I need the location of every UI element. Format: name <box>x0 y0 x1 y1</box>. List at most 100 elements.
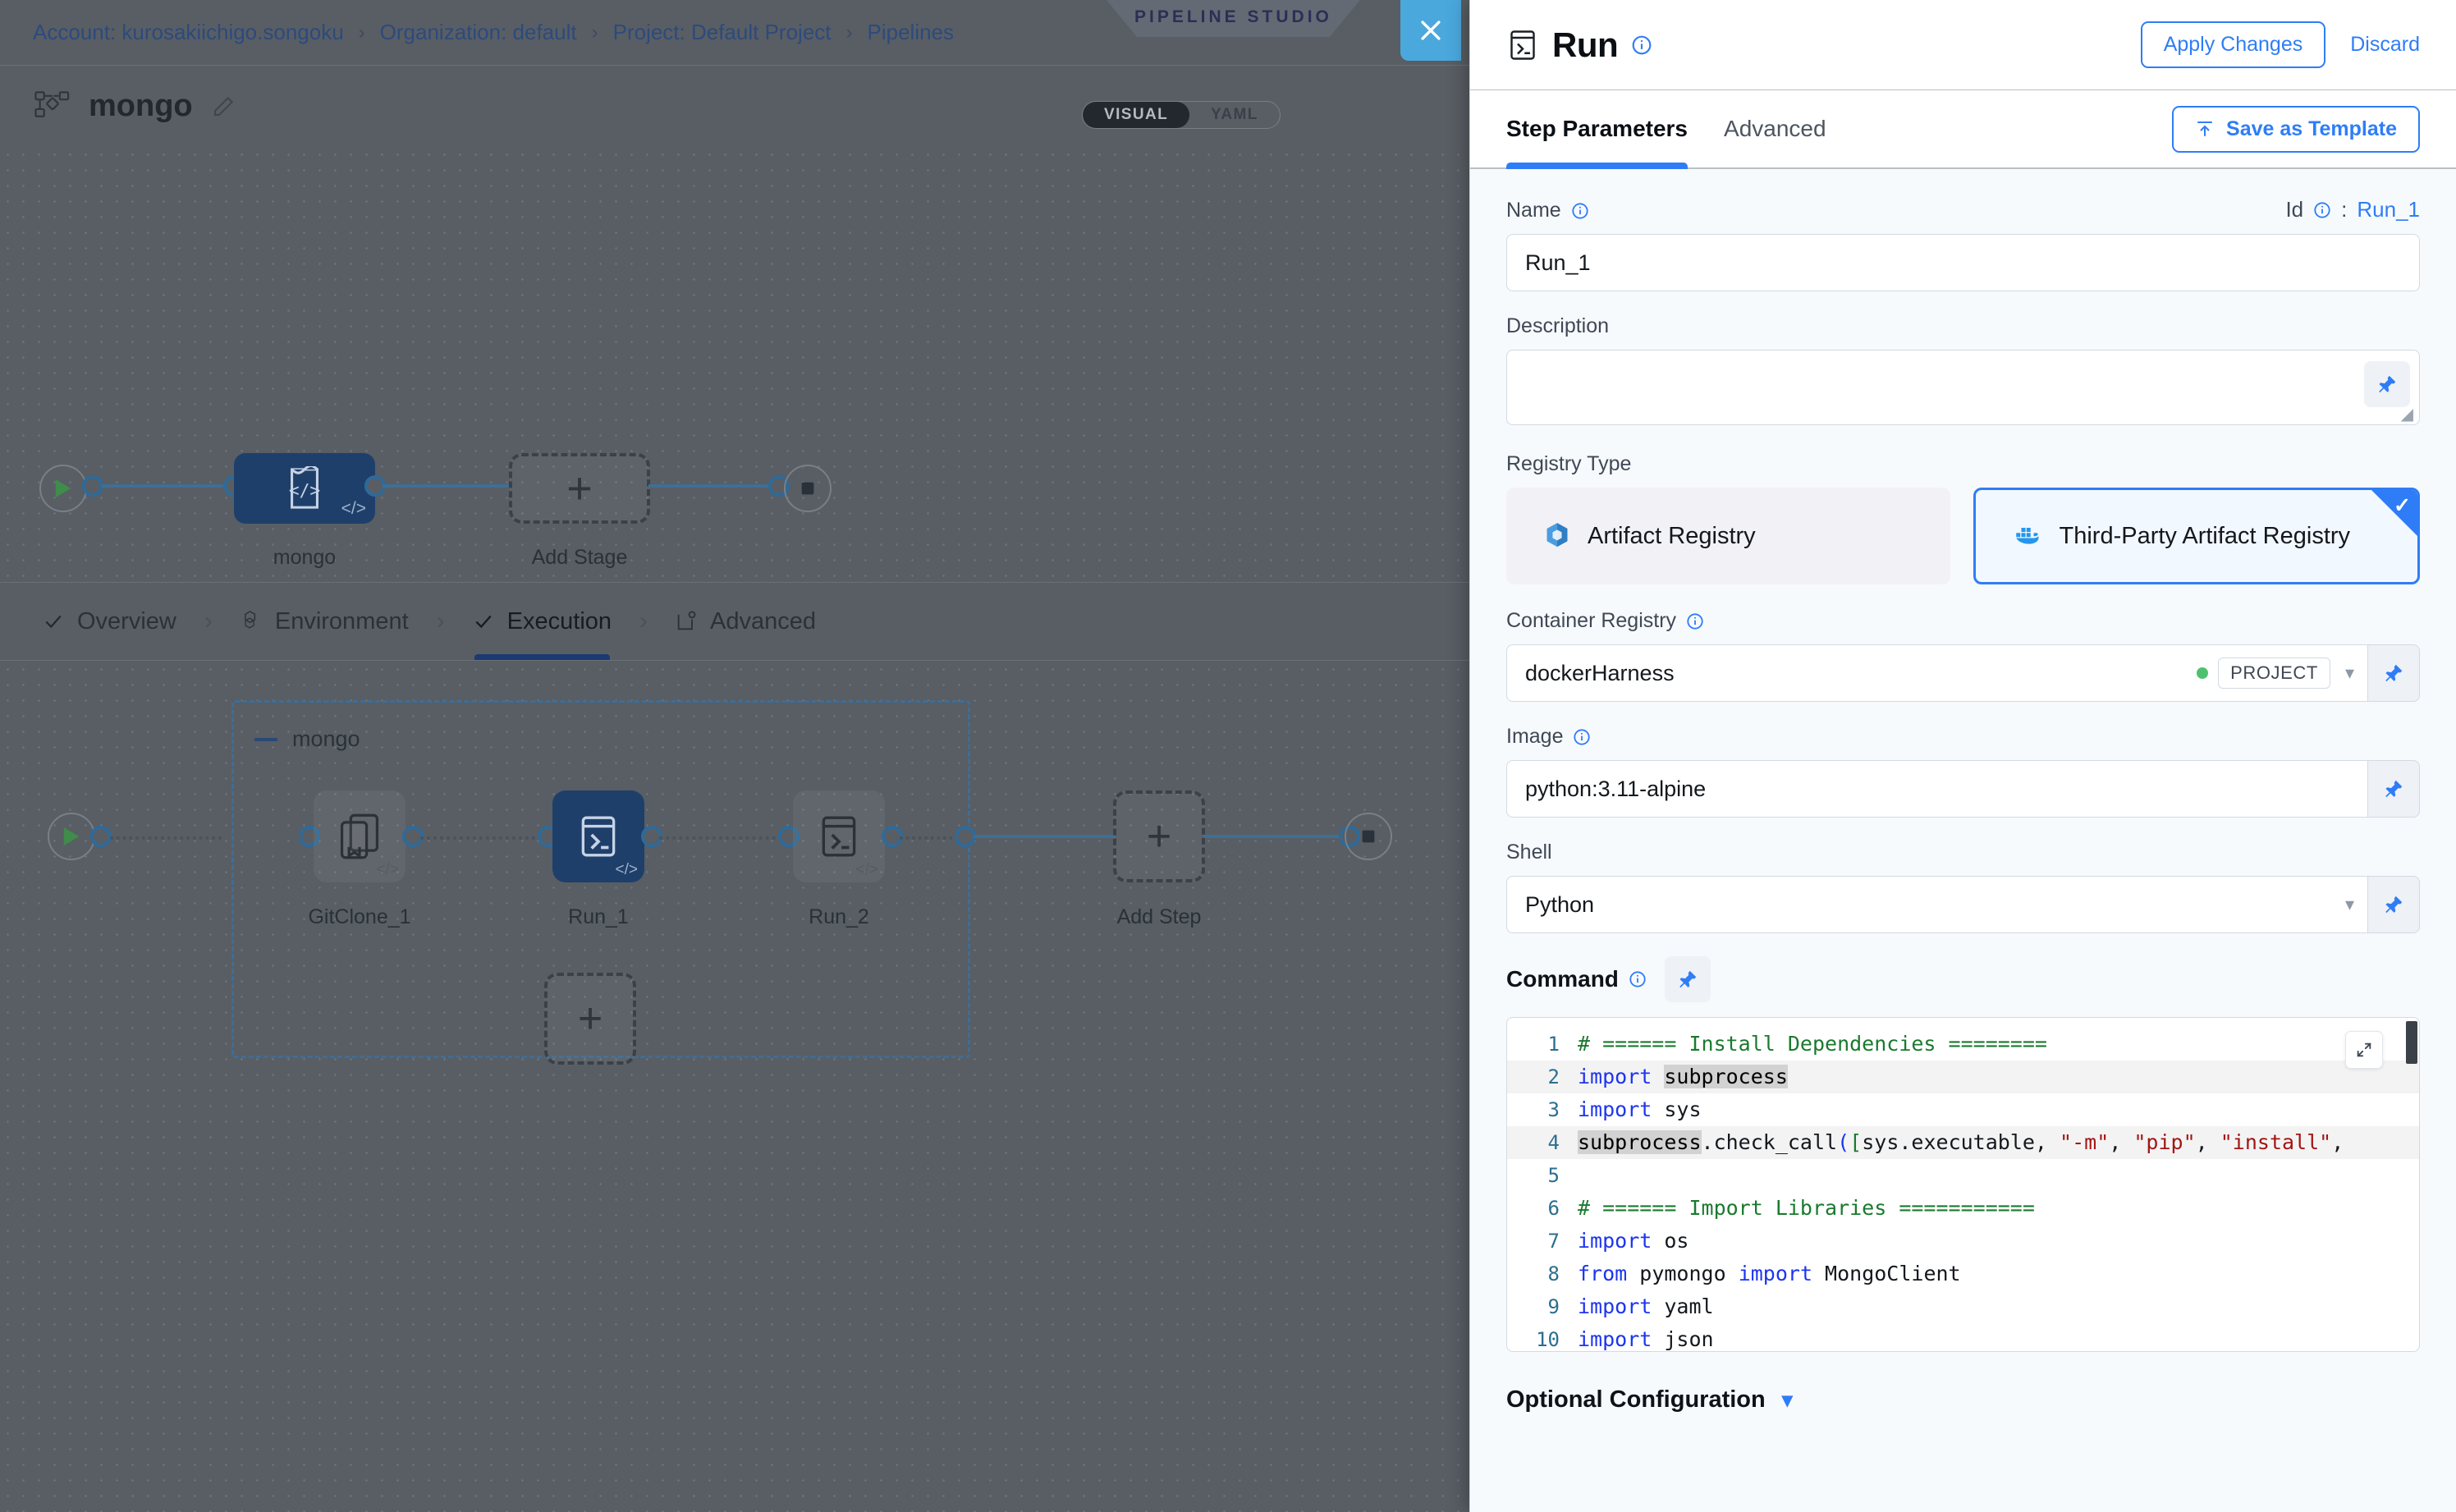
info-icon[interactable] <box>1631 34 1652 56</box>
stage-group-label[interactable]: mongo <box>254 726 360 752</box>
code-line[interactable]: 9 import yaml <box>1507 1290 2419 1323</box>
step-config-tabs[interactable]: Overview › Environment › Execution › <box>0 582 1469 661</box>
execution-start-node[interactable] <box>48 813 95 860</box>
step-node-gitclone-1[interactable]: </> <box>314 790 406 882</box>
tab-overview[interactable]: Overview <box>43 583 176 660</box>
line-number: 4 <box>1547 1131 1560 1154</box>
expand-icon[interactable] <box>2345 1031 2383 1069</box>
id-value: Run_1 <box>2357 197 2420 222</box>
info-icon[interactable] <box>1573 728 1591 746</box>
tab-separator: › <box>639 607 648 635</box>
panel-body[interactable]: Name Id : Run_1 <box>1470 169 2456 1512</box>
stage-canvas[interactable]: </> </> + mongo Add Stage <box>0 147 1469 582</box>
image-input[interactable] <box>1506 760 2367 818</box>
breadcrumb-separator: › <box>591 21 598 44</box>
command-code-editor[interactable]: 1# ====== Install Dependencies ========2… <box>1506 1017 2420 1352</box>
connector-dot <box>90 826 112 847</box>
pin-icon[interactable] <box>2364 361 2410 407</box>
toggle-yaml[interactable]: YAML <box>1211 106 1258 123</box>
chevron-down-icon[interactable]: ▾ <box>1781 1387 1793 1412</box>
code-line[interactable]: 6# ====== Import Libraries =========== <box>1507 1192 2419 1225</box>
pin-icon[interactable] <box>1664 956 1711 1002</box>
view-mode-toggle[interactable]: VISUAL YAML <box>1082 101 1281 129</box>
save-as-template-button[interactable]: Save as Template <box>2172 105 2420 153</box>
toggle-visual[interactable]: VISUAL <box>1083 102 1190 128</box>
line-number: 6 <box>1547 1197 1560 1220</box>
discard-button[interactable]: Discard <box>2350 33 2420 56</box>
breadcrumb-item-organization[interactable]: Organization: default <box>379 20 577 44</box>
step-node-run-1[interactable]: </> <box>552 790 644 882</box>
info-icon[interactable] <box>2313 201 2331 219</box>
shell-select[interactable]: Python ▾ <box>1506 876 2367 933</box>
editor-vertical-scrollbar[interactable] <box>2406 1021 2417 1064</box>
collapse-icon[interactable] <box>254 737 277 741</box>
add-parallel-step-button[interactable]: + <box>544 973 636 1065</box>
add-step-button[interactable]: + <box>1113 790 1205 882</box>
breadcrumb: Account: kurosakiichigo.songoku › Organi… <box>0 0 1469 66</box>
apply-changes-button[interactable]: Apply Changes <box>2140 21 2326 68</box>
execution-canvas[interactable] <box>0 662 1469 1512</box>
step-node-run-1-label: Run_1 <box>568 905 629 928</box>
stage-node-mongo[interactable]: </> </> <box>234 453 375 524</box>
svg-text:</>: </> <box>289 481 320 502</box>
tab-advanced[interactable]: Advanced <box>1724 116 1826 141</box>
line-number: 10 <box>1536 1328 1560 1351</box>
status-dot <box>2197 667 2209 679</box>
shell-block: Shell Python ▾ <box>1506 841 2420 933</box>
optional-configuration-toggle[interactable]: Optional Configuration ▾ <box>1506 1386 2420 1413</box>
step-node-run-2[interactable]: </> <box>793 790 885 882</box>
line-number: 9 <box>1547 1295 1560 1318</box>
registry-option-third-party-artifact-registry[interactable]: Third-Party Artifact Registry ✓ <box>1973 488 2420 584</box>
code-content: import yaml <box>1578 1294 1714 1318</box>
description-textarea[interactable] <box>1506 350 2420 425</box>
pin-icon[interactable] <box>2367 644 2420 702</box>
code-line[interactable]: 5 <box>1507 1159 2419 1192</box>
pin-icon[interactable] <box>2367 876 2420 933</box>
code-line[interactable]: 1# ====== Install Dependencies ======== <box>1507 1028 2419 1061</box>
add-stage-button[interactable]: + <box>509 453 650 524</box>
info-icon[interactable] <box>1686 612 1704 630</box>
connector-rail <box>1203 835 1345 838</box>
close-icon[interactable] <box>1400 0 1461 61</box>
chevron-down-icon[interactable]: ▾ <box>2344 894 2354 914</box>
resize-grip[interactable]: ◢ <box>2400 405 2413 424</box>
chevron-down-icon[interactable]: ▾ <box>2344 662 2354 683</box>
connector-dot <box>299 826 320 847</box>
registry-option-artifact-registry[interactable]: Artifact Registry <box>1506 488 1950 584</box>
panel-header: Run Apply Changes Discard <box>1470 0 2456 90</box>
container-registry-select[interactable]: dockerHarness PROJECT ▾ <box>1506 644 2367 702</box>
info-icon[interactable] <box>1629 970 1647 988</box>
breadcrumb-item-project[interactable]: Project: Default Project <box>612 20 832 44</box>
breadcrumb-separator: › <box>845 21 853 44</box>
connector-rail <box>900 836 959 840</box>
connector-dot <box>778 826 800 847</box>
pin-icon[interactable] <box>2367 760 2420 818</box>
tab-environment[interactable]: Environment <box>241 583 409 660</box>
tab-separator: › <box>204 607 213 635</box>
add-step-label: Add Step <box>1116 905 1202 928</box>
pencil-icon[interactable] <box>211 94 236 119</box>
pipeline-start-node[interactable] <box>39 465 87 512</box>
container-registry-label: Container Registry <box>1506 609 2420 633</box>
execution-end-node[interactable] <box>1345 813 1392 860</box>
panel-header-actions: Apply Changes Discard <box>2140 21 2420 68</box>
breadcrumb-item-pipelines[interactable]: Pipelines <box>867 20 955 44</box>
code-lines[interactable]: 1# ====== Install Dependencies ========2… <box>1507 1018 2419 1351</box>
name-input[interactable] <box>1506 234 2420 291</box>
info-icon[interactable] <box>1571 202 1589 220</box>
tab-execution[interactable]: Execution <box>473 583 612 660</box>
gear-card-icon <box>676 610 697 633</box>
pipeline-end-node[interactable] <box>784 465 832 512</box>
breadcrumb-item-account[interactable]: Account: kurosakiichigo.songoku <box>33 20 344 44</box>
name-row: Name Id : Run_1 <box>1506 197 2420 222</box>
tab-advanced[interactable]: Advanced <box>676 583 816 660</box>
tab-step-parameters[interactable]: Step Parameters <box>1506 90 1688 169</box>
terminal-icon <box>1506 28 1539 62</box>
line-number: 5 <box>1547 1164 1560 1187</box>
